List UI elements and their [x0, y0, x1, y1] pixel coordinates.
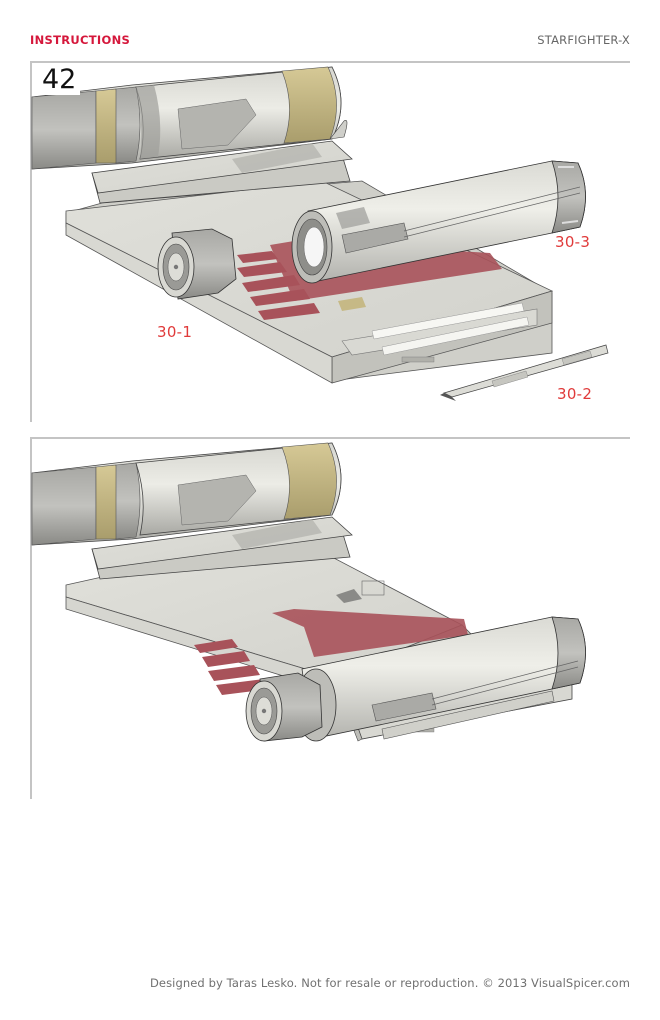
step-panel-42: 42 — [30, 61, 630, 422]
part-label-30-3: 30-3 — [555, 233, 591, 251]
part-30-2 — [440, 344, 609, 401]
part-label-30-2: 30-2 — [557, 385, 593, 403]
wing-assembly-exploded-illustration — [31, 66, 609, 401]
section-title: INSTRUCTIONS — [30, 33, 131, 47]
step-number: 42 — [38, 65, 81, 95]
part-30-1 — [157, 228, 237, 300]
part-30-3 — [291, 160, 586, 284]
part-label-30-1: 30-1 — [157, 323, 193, 341]
step-panel-result — [30, 437, 630, 799]
model-name: STARFIGHTER-X — [537, 33, 630, 47]
footer-credit: Designed by Taras Lesko. Not for resale … — [149, 976, 630, 990]
wing-assembly-completed-illustration — [31, 442, 586, 742]
